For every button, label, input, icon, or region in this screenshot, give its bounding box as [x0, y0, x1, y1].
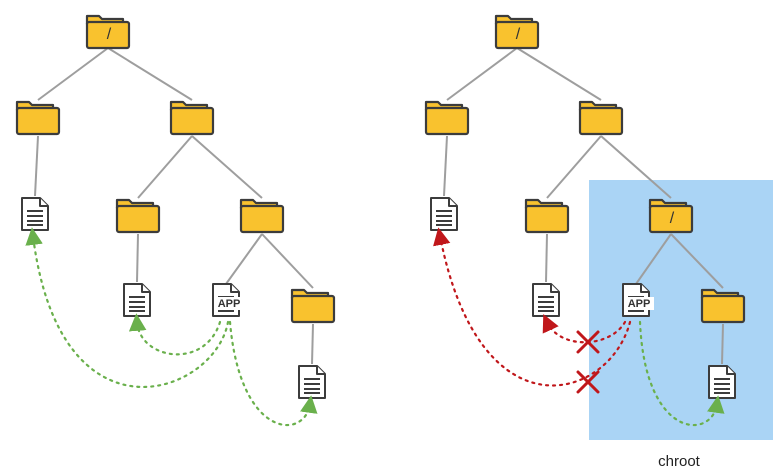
app-icon: APP [621, 282, 654, 318]
app-label: APP [218, 298, 241, 310]
app-icon: APP [211, 282, 244, 318]
allowed-path-arrow [25, 227, 230, 388]
file-icon [21, 197, 49, 231]
left-access-paths [25, 227, 318, 427]
right-access-paths [433, 227, 725, 427]
blocked-x-icon [576, 370, 600, 394]
folder-icon [169, 100, 215, 136]
folder-icon [578, 100, 624, 136]
left-tree-edges [34, 47, 314, 365]
chroot-label: chroot [658, 453, 701, 470]
folder-icon [15, 100, 61, 136]
right-diagram: / / APP chroot [424, 14, 773, 470]
allowed-path-arrow [638, 320, 725, 427]
allowed-path-arrow [128, 313, 222, 356]
folder-icon [700, 288, 746, 324]
file-icon [708, 365, 736, 399]
root-folder-label: / [107, 26, 112, 43]
file-icon [123, 283, 151, 317]
right-tree-edges [443, 47, 724, 365]
folder-icon [115, 198, 161, 234]
blocked-path-arrow [542, 314, 627, 344]
chroot-root-folder-label: / [670, 210, 675, 227]
folder-icon [290, 288, 336, 324]
file-icon [532, 283, 560, 317]
root-folder-icon: / [494, 14, 540, 50]
app-label: APP [628, 298, 651, 310]
folder-icon [524, 198, 570, 234]
root-folder-label: / [516, 26, 521, 43]
folder-icon [239, 198, 285, 234]
folder-icon [424, 100, 470, 136]
file-icon [298, 365, 326, 399]
blocked-x-icon [576, 330, 600, 354]
root-folder-icon: / [85, 14, 131, 50]
chroot-root-folder-icon: / [648, 198, 694, 234]
file-icon [430, 197, 458, 231]
left-diagram: / APP [15, 14, 336, 427]
allowed-path-arrow [228, 320, 318, 427]
